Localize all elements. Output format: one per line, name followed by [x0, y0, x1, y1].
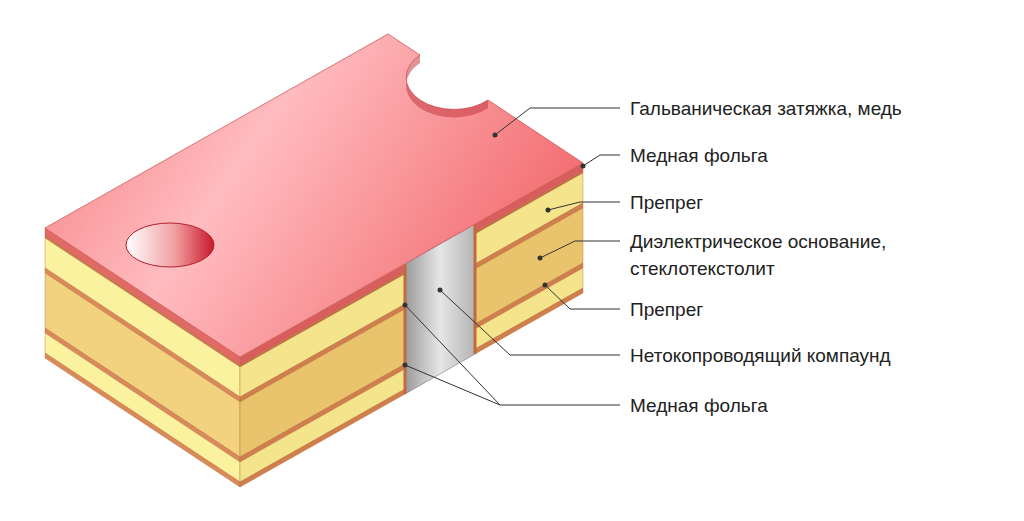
part-label: Диэлектрическое основание, стеклотекстол…	[630, 228, 1000, 282]
leader-lines	[405, 108, 620, 405]
via-hole	[126, 223, 214, 267]
part-label: Гальваническая затяжка, медь	[630, 95, 902, 122]
part-label: Медная фольга	[630, 142, 768, 169]
slot-edge	[404, 264, 407, 394]
notch-wall	[406, 55, 488, 117]
leader-dots	[403, 133, 586, 368]
part-label: Препрег	[630, 189, 703, 216]
part-label: Препрег	[630, 296, 703, 323]
part-label: Нетокопроводящий компаунд	[630, 342, 891, 369]
top-face	[45, 34, 583, 357]
slot-edge	[474, 224, 477, 354]
part-label: Медная фольга	[630, 392, 768, 419]
